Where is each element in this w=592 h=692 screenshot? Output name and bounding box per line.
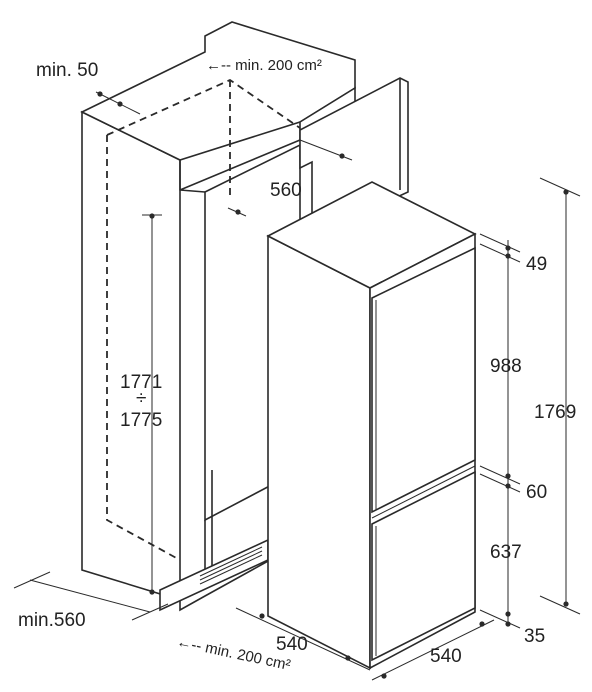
label-49: 49 [526,254,547,275]
label-min-560: min.560 [18,610,86,631]
cabinet-left-panel [81,110,181,602]
label-60: 60 [526,482,547,503]
dimension-lines [13,91,581,681]
fridge-side [267,234,371,670]
label-min-50: min. 50 [36,60,98,81]
label-637: 637 [490,542,522,563]
label-range-symbol: ÷ [136,388,146,409]
label-35: 35 [524,626,545,647]
label-vent-bottom: ←-- min. 200 cm² [175,633,292,674]
label-height-1775: 1775 [120,410,162,431]
label-1769: 1769 [534,402,576,423]
label-vent-top: ←-- min. 200 cm² [206,57,322,74]
fridge-appliance [266,181,477,670]
label-depth-540: 540 [276,634,308,655]
fridge-upper-door [371,246,476,514]
label-988: 988 [490,356,522,377]
cabinet-top [80,21,356,161]
label-width-540: 540 [430,646,462,667]
label-width-560: 560 [270,180,302,201]
label-height-1771: 1771 [120,372,162,393]
fridge-lower-door [371,470,476,662]
dashed-appliance-outline [106,78,301,561]
